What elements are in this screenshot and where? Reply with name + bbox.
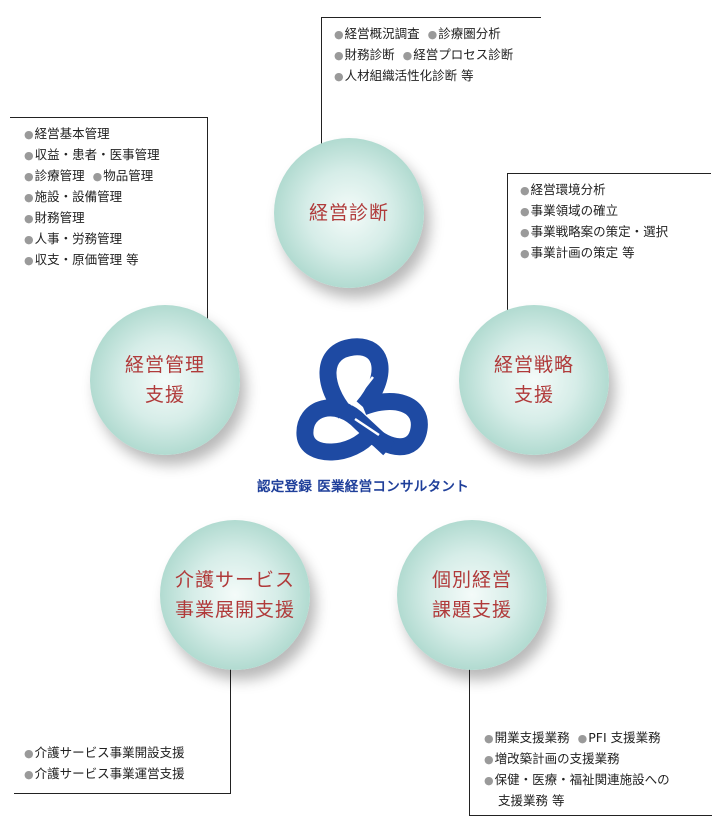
bullet-icon: ● <box>402 49 413 62</box>
node-label-line: 支援 <box>513 384 554 406</box>
bullet-icon: ● <box>427 28 438 41</box>
bullet-icon: ● <box>520 205 530 218</box>
bullet-icon: ● <box>24 191 34 204</box>
bullet-icon: ● <box>520 247 530 260</box>
node-label-line: 課題支援 <box>431 599 512 621</box>
node-label-line: 個別経営 <box>431 569 512 591</box>
bullet-icon: ● <box>24 254 34 267</box>
node-label-line: 介護サービス <box>174 569 295 591</box>
list-item: ●財務管理 <box>24 210 85 225</box>
list-item: ●財務診断 ●経営プロセス診断 <box>334 47 514 62</box>
diagnosis-item-list: ●経営概況調査 ●診療圏分析 ●財務診断 ●経営プロセス診断 ●人材組織活性化診… <box>334 24 513 87</box>
bullet-icon: ● <box>484 774 494 787</box>
list-item: ●経営概況調査 ●診療圏分析 <box>334 26 501 41</box>
bullet-icon: ● <box>520 184 530 197</box>
bullet-icon: ● <box>334 49 344 62</box>
list-item: ●人事・労務管理 <box>24 231 123 246</box>
care-item-list: ●介護サービス事業開設支援 ●介護サービス事業運営支援 <box>24 743 185 785</box>
list-item: ●保健・医療・福祉関連施設への <box>484 772 670 787</box>
list-item: ●増改築計画の支援業務 <box>484 751 620 766</box>
list-item: ●事業戦略案の策定・選択 <box>520 224 669 239</box>
node-management-support: 経営管理 支援 <box>90 305 240 455</box>
bullet-icon: ● <box>24 233 34 246</box>
bullet-icon: ● <box>24 128 34 141</box>
individual-item-list: ●開業支援業務 ●PFI 支援業務 ●増改築計画の支援業務 ●保健・医療・福祉関… <box>484 728 670 811</box>
list-item: ●介護サービス事業開設支援 <box>24 745 185 760</box>
node-label-line: 事業展開支援 <box>174 599 295 621</box>
list-item-continuation: 支援業務 等 <box>498 793 565 808</box>
bullet-icon: ● <box>24 212 34 225</box>
list-item: ●経営基本管理 <box>24 126 110 141</box>
bullet-icon: ● <box>24 149 34 162</box>
node-label-line: 経営診断 <box>308 202 389 224</box>
node-label-line: 経営戦略 <box>493 354 574 376</box>
bullet-icon: ● <box>334 70 344 83</box>
list-item: ●経営環境分析 <box>520 182 606 197</box>
bullet-icon: ● <box>484 732 494 745</box>
list-item: ●人材組織活性化診断 等 <box>334 68 474 83</box>
node-label-line: 経営管理 <box>124 354 205 376</box>
bullet-icon: ● <box>484 753 494 766</box>
list-item: ●収益・患者・医事管理 <box>24 147 160 162</box>
bullet-icon: ● <box>24 747 34 760</box>
node-label-line: 支援 <box>144 384 185 406</box>
node-care-service-support: 介護サービス 事業展開支援 <box>160 520 310 670</box>
list-item: ●事業計画の策定 等 <box>520 245 635 260</box>
list-item: ●診療管理 ●物品管理 <box>24 168 154 183</box>
list-item: ●介護サービス事業運営支援 <box>24 766 185 781</box>
bullet-icon: ● <box>520 226 530 239</box>
node-management-diagnosis: 経営診断 <box>274 138 424 288</box>
bullet-icon: ● <box>24 170 34 183</box>
node-strategy-support: 経営戦略 支援 <box>459 305 609 455</box>
strategy-item-list: ●経営環境分析 ●事業領域の確立 ●事業戦略案の策定・選択 ●事業計画の策定 等 <box>520 180 668 264</box>
list-item: ●開業支援業務 ●PFI 支援業務 <box>484 730 661 745</box>
list-item: ●事業領域の確立 <box>520 203 619 218</box>
center-caption: 認定登録 医業経営コンサルタント <box>257 479 469 495</box>
management-item-list: ●経営基本管理 ●収益・患者・医事管理 ●診療管理 ●物品管理 ●施設・設備管理… <box>24 124 160 271</box>
bullet-icon: ● <box>334 28 344 41</box>
list-item: ●施設・設備管理 <box>24 189 123 204</box>
bullet-icon: ● <box>92 170 103 183</box>
bullet-icon: ● <box>577 732 588 745</box>
triple-loop-knot-icon <box>296 338 428 461</box>
node-individual-issue-support: 個別経営 課題支援 <box>397 520 547 670</box>
bullet-icon: ● <box>24 768 34 781</box>
list-item: ●収支・原価管理 等 <box>24 252 139 267</box>
